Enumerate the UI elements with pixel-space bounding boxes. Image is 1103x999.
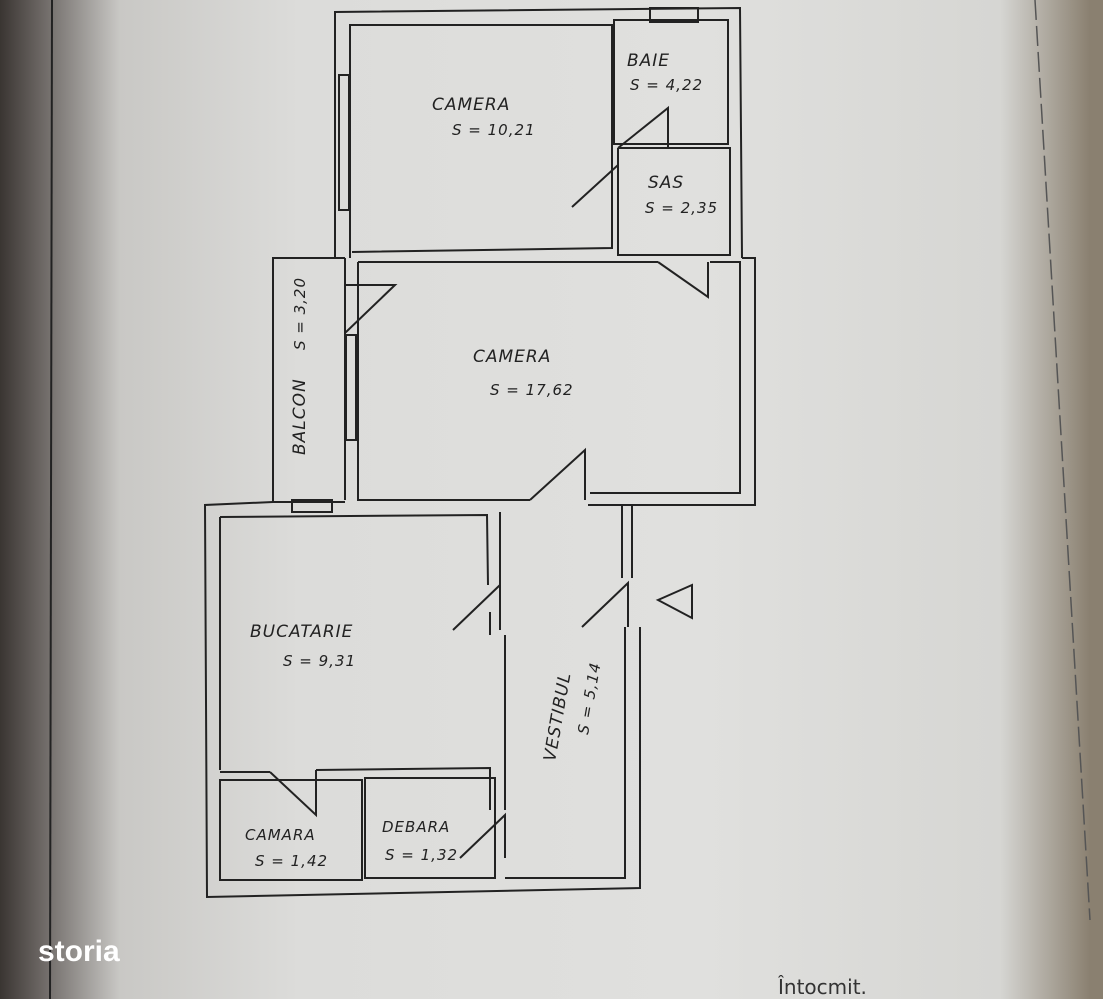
room-area: S = 9,31 bbox=[283, 652, 356, 670]
room-area: S = 4,22 bbox=[630, 76, 703, 94]
room-area: S = 1,42 bbox=[255, 852, 328, 870]
room-area: S = 10,21 bbox=[452, 121, 536, 139]
room-name: BUCATARIE bbox=[250, 622, 353, 642]
storia-logo: storia bbox=[38, 935, 120, 968]
room-name: CAMERA bbox=[432, 95, 510, 115]
room-area: S = 17,62 bbox=[490, 381, 574, 399]
room-name: VESTIBUL bbox=[540, 671, 575, 763]
room-name: BAIE bbox=[627, 51, 670, 71]
room-area: S = 1,32 bbox=[385, 846, 458, 864]
room-name: CAMERA bbox=[473, 347, 551, 367]
room-name: CAMARA bbox=[245, 826, 316, 844]
footer-text: Întocmit. bbox=[778, 975, 867, 999]
room-area: S = 3,20 bbox=[291, 277, 309, 350]
room-area: S = 2,35 bbox=[645, 199, 718, 217]
room-name: BALCON bbox=[290, 378, 310, 455]
room-area: S = 5,14 bbox=[574, 661, 604, 736]
room-name: SAS bbox=[648, 173, 684, 193]
room-labels: CAMERA S = 10,21 BAIE S = 4,22 SAS S = 2… bbox=[245, 51, 718, 870]
page-edge-line bbox=[49, 0, 53, 999]
page-border-line bbox=[1034, 0, 1091, 921]
room-name: DEBARA bbox=[382, 818, 450, 836]
walls bbox=[203, 6, 756, 899]
